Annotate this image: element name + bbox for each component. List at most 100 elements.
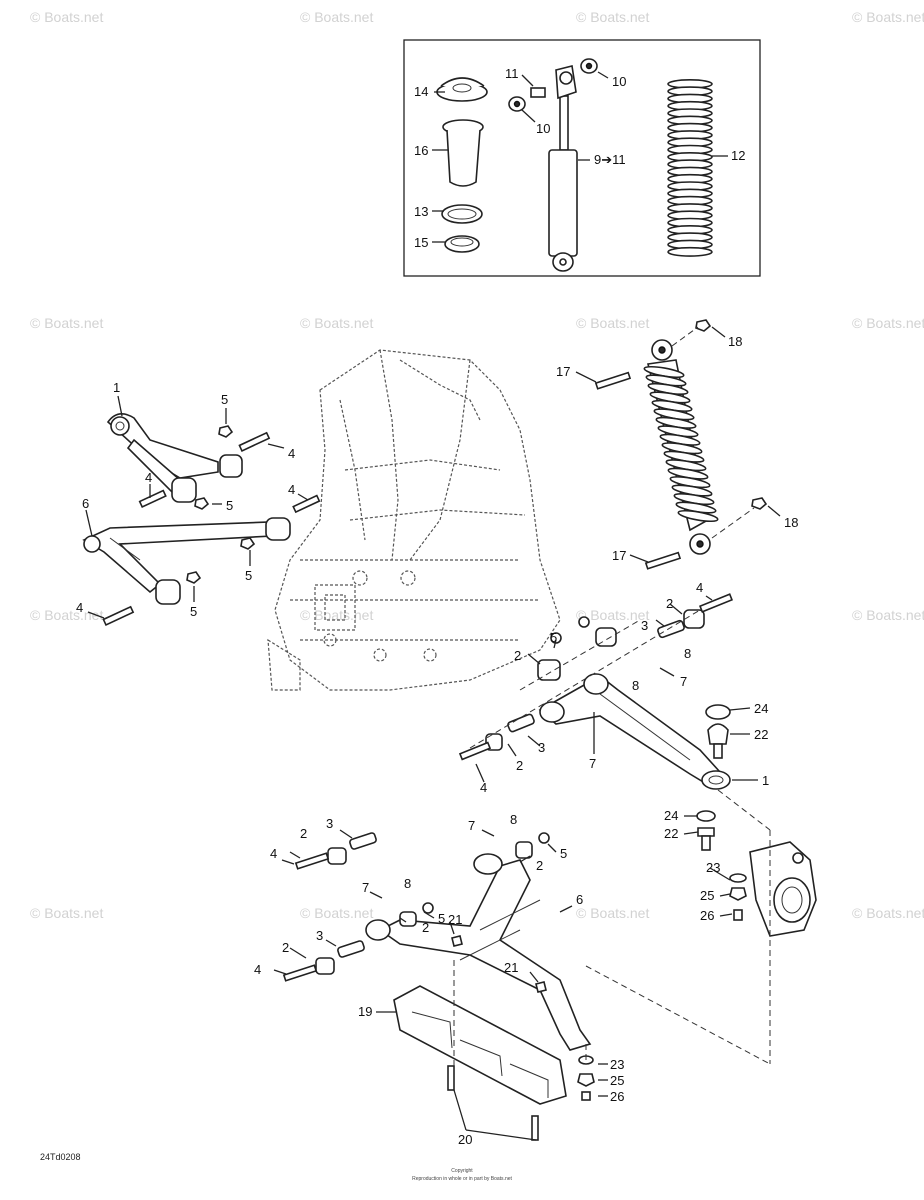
callout-2: 2 <box>536 858 543 873</box>
callout-3: 3 <box>641 618 648 633</box>
vehicle-frame <box>267 349 561 691</box>
callout-16: 16 <box>414 143 428 158</box>
bushing-10 <box>508 96 526 112</box>
watermark: © Boats.net <box>576 315 649 331</box>
callout-1: 1 <box>113 380 120 395</box>
tube-16 <box>442 119 484 187</box>
callout-2: 2 <box>282 940 289 955</box>
callout-5: 5 <box>190 604 197 619</box>
callout-4: 4 <box>288 446 295 461</box>
callout-2: 2 <box>516 758 523 773</box>
callout-26: 26 <box>610 1089 624 1104</box>
callout-5: 5 <box>245 568 252 583</box>
watermark: © Boats.net <box>30 315 103 331</box>
watermarks: © Boats.net © Boats.net © Boats.net © Bo… <box>30 9 924 921</box>
steering-knuckle <box>696 789 817 1064</box>
coil-spring-12 <box>667 79 713 257</box>
watermark: © Boats.net <box>852 9 924 25</box>
copyright-title: Copyright <box>451 1168 473 1174</box>
coilover-coils <box>643 365 719 523</box>
callout-21: 21 <box>448 912 462 927</box>
callout-8: 8 <box>404 876 411 891</box>
watermark: © Boats.net <box>300 315 373 331</box>
callout-17: 17 <box>612 548 626 563</box>
callout-14: 14 <box>414 84 428 99</box>
callout-5: 5 <box>560 846 567 861</box>
shock-body-9 <box>548 65 578 272</box>
callout-3: 3 <box>538 740 545 755</box>
callout-25: 25 <box>700 888 714 903</box>
leader-lines <box>85 395 758 1141</box>
callout-3: 3 <box>316 928 323 943</box>
watermark: © Boats.net <box>30 9 103 25</box>
callout-15: 15 <box>414 235 428 250</box>
watermark: © Boats.net <box>300 9 373 25</box>
diagram-code: 24Td0208 <box>40 1152 81 1162</box>
callout-18: 18 <box>784 515 798 530</box>
callout-4: 4 <box>254 962 261 977</box>
callout-4: 4 <box>270 846 277 861</box>
callout-13: 13 <box>414 204 428 219</box>
callout-12: 12 <box>731 148 745 163</box>
callout-18: 18 <box>728 334 742 349</box>
callout-2: 2 <box>514 648 521 663</box>
watermark: © Boats.net <box>300 607 373 623</box>
watermark: © Boats.net <box>30 607 103 623</box>
callout-19: 19 <box>358 1004 372 1019</box>
callout-5: 5 <box>438 911 445 926</box>
lower-right-a-arm-6 <box>282 832 771 1141</box>
callout-25: 25 <box>610 1073 624 1088</box>
coilover-coil <box>677 509 719 523</box>
callout-24: 24 <box>754 701 768 716</box>
upper-a-arm-1 <box>106 413 243 503</box>
callout-20: 20 <box>458 1132 472 1147</box>
watermark: © Boats.net <box>852 905 924 921</box>
callout-24: 24 <box>664 808 678 823</box>
copyright-notice: Reproduction in whole or in part by Boat… <box>412 1176 512 1182</box>
callout-23: 23 <box>706 860 720 875</box>
callout-7: 7 <box>680 674 687 689</box>
watermark: © Boats.net <box>30 905 103 921</box>
callout-17: 17 <box>556 364 570 379</box>
callout-2: 2 <box>666 596 673 611</box>
callout-26: 26 <box>700 908 714 923</box>
callout-7: 7 <box>468 818 475 833</box>
left-fasteners <box>102 425 321 626</box>
coilover-shock <box>575 319 781 570</box>
callout-6: 6 <box>82 496 89 511</box>
callout-2: 2 <box>300 826 307 841</box>
callout-4: 4 <box>145 470 152 485</box>
callout-5: 5 <box>226 498 233 513</box>
lower-a-arm-6 <box>82 517 291 605</box>
callout-10: 10 <box>612 74 626 89</box>
ring-13 <box>441 204 483 224</box>
callout-23: 23 <box>610 1057 624 1072</box>
callout-4: 4 <box>288 482 295 497</box>
inset-border <box>403 39 761 277</box>
watermark: © Boats.net <box>576 607 649 623</box>
callout-5: 5 <box>550 630 557 645</box>
callout-21: 21 <box>504 960 518 975</box>
callout-8: 8 <box>510 812 517 827</box>
callout-4: 4 <box>480 780 487 795</box>
watermark: © Boats.net <box>576 905 649 921</box>
callout-10: 10 <box>536 121 550 136</box>
upper-right-hardware <box>458 593 734 761</box>
watermark: © Boats.net <box>300 905 373 921</box>
sleeve-11 <box>530 87 546 98</box>
spring-coil <box>667 246 713 257</box>
spring-seat-14 <box>436 77 488 102</box>
callout-4: 4 <box>76 600 83 615</box>
callout-3: 3 <box>326 816 333 831</box>
callout-9-11: 9➔11 <box>594 152 626 167</box>
callout-8: 8 <box>684 646 691 661</box>
callout-5: 5 <box>221 392 228 407</box>
callout-4: 4 <box>696 580 703 595</box>
callout-6: 6 <box>576 892 583 907</box>
callout-22: 22 <box>754 727 768 742</box>
callout-7: 7 <box>362 880 369 895</box>
watermark: © Boats.net <box>852 607 924 623</box>
callout-7: 7 <box>589 756 596 771</box>
bushing-10 <box>580 58 598 74</box>
